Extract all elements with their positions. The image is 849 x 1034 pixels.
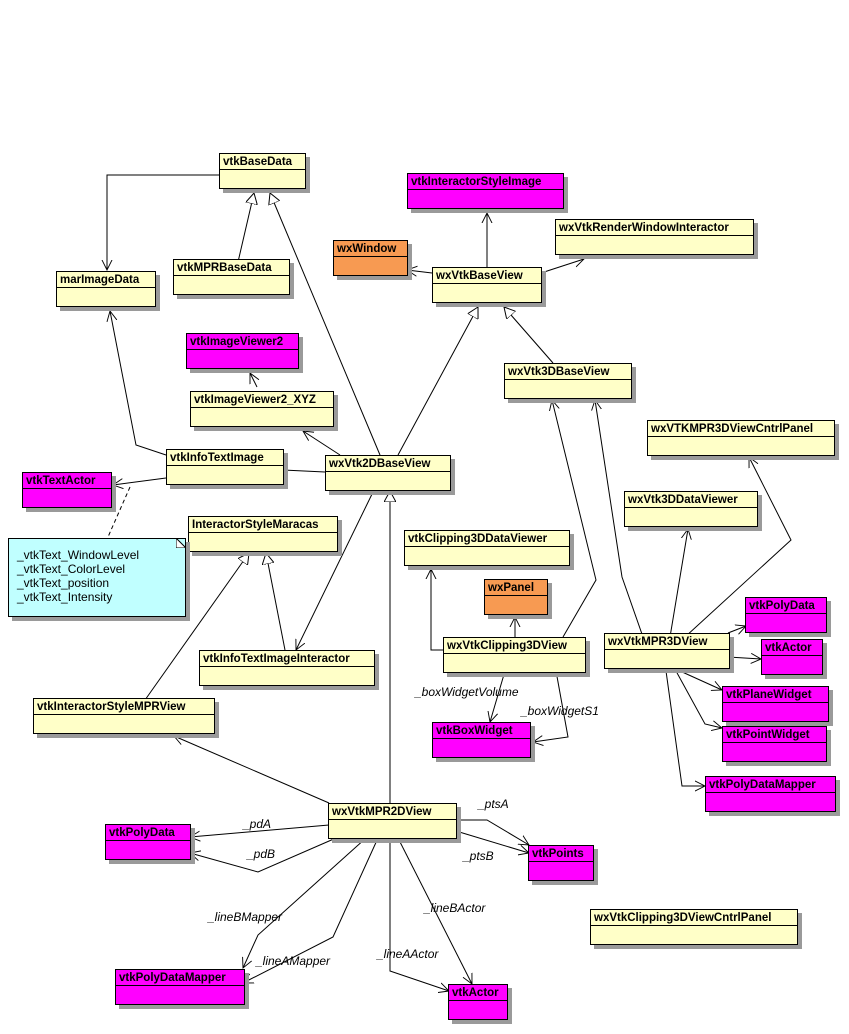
- association-line: [456, 819, 529, 845]
- class-vtkInteractorStyleImage[interactable]: vtkInteractorStyleImage: [407, 173, 564, 209]
- class-vtkInfoTextImageInteractor[interactable]: vtkInfoTextImageInteractor: [199, 650, 375, 686]
- association-line: [684, 457, 792, 638]
- generalization-line: [504, 307, 554, 364]
- association-line: [389, 838, 449, 991]
- class-wxVtk2DBaseView[interactable]: wxVtk2DBaseView: [325, 455, 451, 491]
- class-wxVtk3DBaseView[interactable]: wxVtk3DBaseView: [504, 363, 632, 399]
- class-InteractorStyleMaracas[interactable]: InteractorStyleMaracas: [188, 516, 338, 552]
- association-line: [107, 174, 219, 270]
- role-label: _ptsB: [462, 849, 494, 863]
- class-vtkActor-right[interactable]: vtkActor: [761, 639, 823, 675]
- class-wxVtkClipping3DView[interactable]: wxVtkClipping3DView: [443, 637, 586, 673]
- class-vtkBaseData[interactable]: vtkBaseData: [219, 153, 306, 189]
- association-line: [455, 830, 529, 853]
- note-line: _vtkText_position: [17, 576, 110, 590]
- note-vtkText-attributes: _vtkText_WindowLevel _vtkText_ColorLevel…: [8, 538, 186, 617]
- association-line: [190, 824, 330, 837]
- association-line: [407, 270, 433, 273]
- class-vtkTextActor[interactable]: vtkTextActor: [22, 472, 112, 508]
- association-line: [595, 400, 644, 638]
- class-vtkPolyData-left[interactable]: vtkPolyData: [105, 824, 191, 860]
- note-line: _vtkText_WindowLevel: [17, 548, 140, 562]
- role-label: _lineBActor: [423, 901, 486, 915]
- association-line: [243, 837, 379, 983]
- role-label: _pdA: [242, 817, 271, 831]
- class-wxVtkRenderWindowInteractor[interactable]: wxVtkRenderWindowInteractor: [555, 219, 754, 255]
- generalization-line: [397, 307, 478, 456]
- association-line: [296, 489, 375, 650]
- association-line: [110, 311, 167, 456]
- association-line: [540, 259, 584, 274]
- class-wxVtkMPR3DView[interactable]: wxVtkMPR3DView: [604, 633, 730, 669]
- class-wxVtk3DDataViewer[interactable]: wxVtk3DDataViewer: [624, 491, 758, 527]
- note-line: _vtkText_ColorLevel: [17, 562, 126, 576]
- association-line: [727, 626, 746, 633]
- association-line: [431, 569, 443, 651]
- association-line: [490, 670, 506, 722]
- association-line: [243, 837, 367, 968]
- class-vtkActor-bottom[interactable]: vtkActor: [448, 984, 508, 1020]
- generalization-line: [266, 553, 286, 651]
- generalization-line: [144, 553, 249, 701]
- association-line: [533, 670, 569, 742]
- class-vtkImageViewer2_XYZ[interactable]: vtkImageViewer2_XYZ: [190, 391, 334, 427]
- class-wxPanel[interactable]: wxPanel: [484, 579, 548, 615]
- role-label: _boxWidgetVolume: [414, 685, 519, 699]
- association-line: [282, 469, 326, 473]
- class-vtkImageViewer2[interactable]: vtkImageViewer2: [186, 333, 299, 369]
- note-anchor-line: [107, 486, 131, 538]
- association-line: [190, 837, 337, 873]
- class-vtkClipping3DDataViewer[interactable]: vtkClipping3DDataViewer: [404, 530, 570, 566]
- association-line: [113, 477, 167, 485]
- association-line: [174, 736, 330, 804]
- class-wxVtkMPR2DView[interactable]: wxVtkMPR2DView: [328, 803, 457, 839]
- role-label: _ptsA: [477, 797, 509, 811]
- class-vtkInfoTextImage[interactable]: vtkInfoTextImage: [166, 449, 284, 485]
- association-line: [669, 529, 688, 638]
- association-line: [727, 657, 761, 659]
- class-wxVtkClipping3DViewCntrlPanel[interactable]: wxVtkClipping3DViewCntrlPanel: [590, 909, 798, 945]
- association-line: [250, 373, 257, 388]
- role-label: _lineAMapper: [255, 954, 331, 968]
- association-line: [665, 670, 705, 786]
- role-label: _pdB: [246, 847, 275, 861]
- class-vtkPolyDataMapper-left[interactable]: vtkPolyDataMapper: [115, 969, 245, 1005]
- class-vtkPolyData-right[interactable]: vtkPolyData: [745, 597, 827, 633]
- note-fold-corner: [176, 538, 186, 548]
- class-vtkPlaneWidget[interactable]: vtkPlaneWidget: [722, 686, 829, 722]
- role-label: _boxWidgetS1: [520, 704, 599, 718]
- association-line: [679, 670, 722, 690]
- association-line: [675, 670, 722, 728]
- class-vtkBoxWidget[interactable]: vtkBoxWidget: [432, 722, 531, 758]
- role-label: _lineAActor: [376, 947, 439, 961]
- class-marImageData[interactable]: marImageData: [56, 271, 156, 307]
- class-wxVtkBaseView[interactable]: wxVtkBaseView: [432, 267, 542, 303]
- class-vtkPoints[interactable]: vtkPoints: [528, 845, 594, 881]
- class-vtkInteractorStyleMPRView[interactable]: vtkInteractorStyleMPRView: [33, 698, 215, 734]
- class-wxVTKMPR3DViewCntrlPanel[interactable]: wxVTKMPR3DViewCntrlPanel: [647, 420, 835, 456]
- class-vtkMPRBaseData[interactable]: vtkMPRBaseData: [173, 259, 290, 295]
- role-label: _lineBMapper: [207, 910, 283, 924]
- generalization-line: [270, 193, 381, 456]
- class-vtkPolyDataMapper-right[interactable]: vtkPolyDataMapper: [705, 776, 836, 812]
- association-line: [397, 837, 472, 984]
- association-line: [303, 431, 341, 456]
- generalization-line: [237, 193, 254, 263]
- note-line: _vtkText_Intensity: [17, 590, 113, 604]
- class-vtkPointWidget[interactable]: vtkPointWidget: [722, 726, 827, 762]
- association-line: [552, 400, 597, 638]
- class-wxWindow[interactable]: wxWindow: [333, 240, 408, 276]
